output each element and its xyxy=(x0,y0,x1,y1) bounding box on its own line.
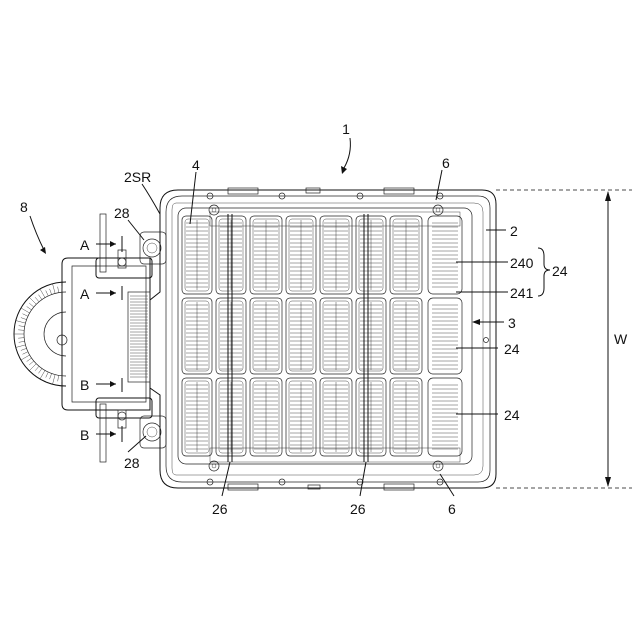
cell xyxy=(428,298,462,374)
cell xyxy=(320,298,352,374)
cell xyxy=(216,216,246,294)
label-bracket-bottom: 28 xyxy=(124,455,140,471)
label-group-low: 24 xyxy=(504,407,520,423)
cell xyxy=(390,298,422,374)
cell-grid xyxy=(182,216,462,456)
cell xyxy=(356,378,386,456)
cell xyxy=(182,298,212,374)
cell xyxy=(250,298,282,374)
cell xyxy=(286,216,316,294)
cell xyxy=(356,298,386,374)
cell xyxy=(356,216,386,294)
labels: 1 2SR 4 6 8 28 A A B B 28 2 240 24 241 3… xyxy=(20,121,628,517)
cell xyxy=(250,378,282,456)
comb-teeth xyxy=(130,296,148,377)
cell xyxy=(286,298,316,374)
label-section-a-bottom: A xyxy=(80,286,90,302)
label-bracket-top: 28 xyxy=(114,205,130,221)
label-rod-center: 26 xyxy=(350,501,366,517)
label-section-b-bottom: B xyxy=(80,427,89,443)
label-outer-frame: 2 xyxy=(510,223,518,239)
cell xyxy=(250,216,282,294)
cell xyxy=(428,216,462,294)
label-rod-left: 26 xyxy=(212,501,228,517)
dial-ticks xyxy=(14,284,62,384)
label-unit-8: 8 xyxy=(20,199,28,215)
label-width: W xyxy=(614,331,628,347)
cell xyxy=(216,378,246,456)
label-group-mid: 24 xyxy=(504,341,520,357)
label-assembly: 1 xyxy=(342,121,350,137)
cell xyxy=(320,378,352,456)
label-group-brace: 24 xyxy=(552,263,568,279)
cell xyxy=(428,378,462,456)
label-section-b-top: B xyxy=(80,377,89,393)
label-frame-corner: 2SR xyxy=(124,169,151,185)
cell xyxy=(286,378,316,456)
cell xyxy=(320,216,352,294)
label-fastener-top: 6 xyxy=(442,155,450,171)
label-inner-plate: 3 xyxy=(508,315,516,331)
cell xyxy=(182,378,212,456)
cell xyxy=(390,378,422,456)
label-fastener-bottom: 6 xyxy=(448,501,456,517)
cell xyxy=(182,216,212,294)
label-section-a-top: A xyxy=(80,237,90,253)
side-unit xyxy=(14,214,166,462)
label-group-sub-b: 241 xyxy=(510,285,534,301)
cell xyxy=(390,216,422,294)
label-group-sub-a: 240 xyxy=(510,255,534,271)
cell xyxy=(216,298,246,374)
label-element-4: 4 xyxy=(192,157,200,173)
